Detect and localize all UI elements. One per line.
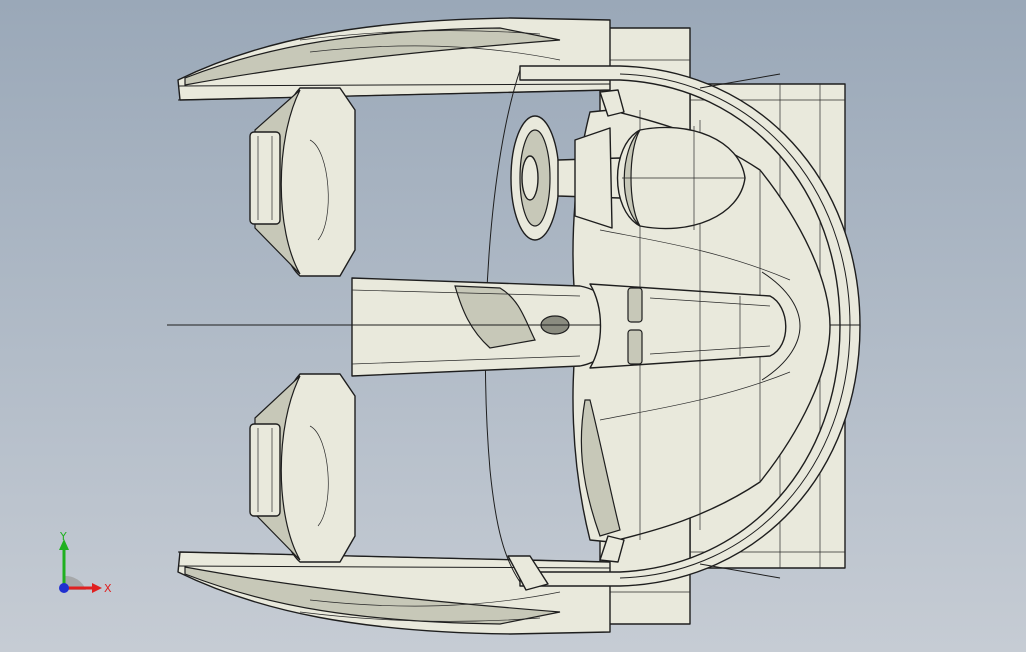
center-console[interactable] xyxy=(351,277,615,377)
z-axis-dot xyxy=(59,583,69,593)
door-panel-lower[interactable] xyxy=(177,551,611,635)
construction-curve xyxy=(484,69,521,583)
steering-wheel[interactable] xyxy=(510,115,621,241)
seat-rear-right[interactable] xyxy=(249,373,356,563)
x-axis-arrowhead xyxy=(92,583,102,593)
y-axis-arrowhead xyxy=(59,539,69,550)
pillar-upper[interactable] xyxy=(599,89,625,117)
antenna-upper xyxy=(699,73,781,89)
y-axis-label: Y xyxy=(59,530,67,543)
antenna-lower xyxy=(699,563,781,579)
instrument-cluster[interactable] xyxy=(589,271,801,381)
pillar-lower[interactable] xyxy=(599,535,625,563)
door-panel-upper[interactable] xyxy=(177,17,611,101)
orientation-triad[interactable]: Y X xyxy=(46,530,126,600)
driver-seat[interactable] xyxy=(616,126,746,230)
door-latch[interactable] xyxy=(507,555,549,591)
x-axis-label: X xyxy=(104,582,112,595)
triad-plane-arc xyxy=(64,575,86,590)
seat-rear-left[interactable] xyxy=(249,87,356,277)
